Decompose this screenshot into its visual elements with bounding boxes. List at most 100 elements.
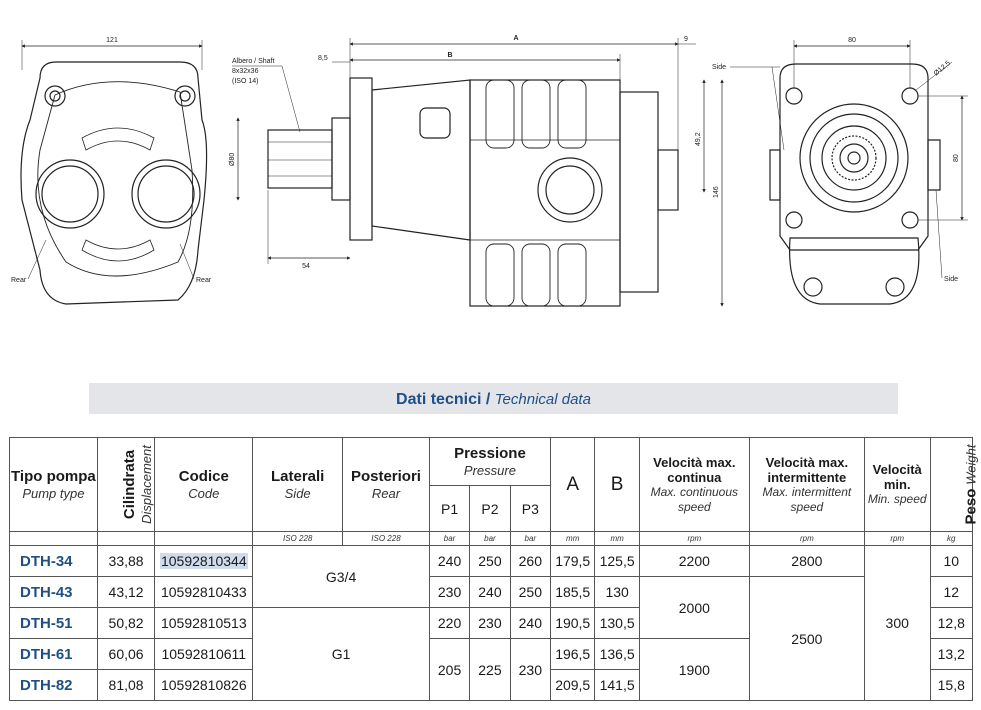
header-side-it: Laterali bbox=[270, 467, 325, 485]
model-cell: DTH-82 bbox=[9, 669, 98, 701]
svg-text:Rear: Rear bbox=[196, 277, 212, 284]
header-code: Codice Code bbox=[154, 437, 254, 532]
header-rear-en: Rear bbox=[371, 485, 401, 501]
unit-rear: ISO 228 bbox=[342, 531, 430, 546]
svg-text:80: 80 bbox=[953, 154, 960, 162]
rear-view-drawing bbox=[769, 63, 941, 305]
unit-continuous: rpm bbox=[638, 531, 750, 546]
code-selected[interactable]: 10592810344 bbox=[159, 553, 248, 569]
table-row: DTH-61 60,06 10592810611 205 225 230 196… bbox=[9, 638, 974, 701]
p2-cell: 230 bbox=[469, 607, 511, 639]
displacement-cell: 81,08 bbox=[96, 669, 156, 701]
header-min-speed-it: Velocità min. bbox=[872, 462, 922, 492]
svg-text:8x32x36: 8x32x36 bbox=[232, 68, 259, 75]
displacement-cell: 43,12 bbox=[96, 576, 156, 608]
model-cell: DTH-61 bbox=[9, 638, 98, 670]
p3-cell: 250 bbox=[509, 576, 552, 608]
header-min-speed: Velocità min. Min. speed bbox=[863, 437, 931, 532]
svg-text:80: 80 bbox=[848, 37, 856, 44]
unit-p1: bar bbox=[428, 531, 471, 546]
header-rear-it: Posteriori bbox=[350, 467, 421, 485]
code-cell[interactable]: 10592810513 bbox=[154, 607, 254, 639]
unit-a: mm bbox=[550, 531, 596, 546]
header-pressure-it: Pressione bbox=[454, 444, 526, 462]
svg-text:121: 121 bbox=[106, 37, 118, 44]
header-continuous-speed: Velocità max. continua Max. continuous s… bbox=[638, 437, 750, 532]
b-cell: 136,5 bbox=[594, 638, 640, 670]
intermittent-speed-cell: 2800 bbox=[748, 545, 865, 577]
header-intermittent-speed-it: Velocità max. intermittente bbox=[765, 454, 849, 485]
svg-text:8,5: 8,5 bbox=[318, 55, 328, 62]
continuous-speed-cell: 2200 bbox=[638, 545, 750, 577]
side-view-dimensions: A B 9 8,5 54 Ø80 146 49,2 Albero / Shaft… bbox=[229, 35, 724, 307]
header-min-speed-en: Min. speed bbox=[867, 492, 927, 506]
side-view-drawing bbox=[267, 77, 679, 307]
title-italian: Dati tecnici bbox=[396, 391, 482, 408]
front-view-dimension: 121 Rear Rear bbox=[11, 37, 212, 284]
header-intermittent-speed: Velocità max. intermittente Max. intermi… bbox=[748, 437, 865, 532]
header-code-it: Codice bbox=[178, 467, 229, 485]
p2-cell: 250 bbox=[469, 545, 511, 577]
unit-intermittent: rpm bbox=[748, 531, 865, 546]
p1-cell: 205 bbox=[428, 638, 471, 701]
header-pressure-en: Pressure bbox=[463, 462, 516, 478]
a-cell: 209,5 bbox=[550, 669, 596, 701]
header-p1: P1 bbox=[428, 485, 471, 532]
model-cell: DTH-34 bbox=[9, 545, 98, 577]
p2-cell: 240 bbox=[469, 576, 511, 608]
svg-text:B: B bbox=[447, 52, 452, 59]
table-row: DTH-82 81,08 10592810826 209,5 141,5 15,… bbox=[9, 669, 974, 701]
svg-text:9: 9 bbox=[684, 36, 688, 43]
header-weight: Peso Weight bbox=[929, 437, 979, 532]
code-cell[interactable]: 10592810344 bbox=[154, 545, 254, 577]
a-cell: 179,5 bbox=[550, 545, 596, 577]
header-pump-type-it: Tipo pompa bbox=[11, 467, 96, 485]
p1-cell: 240 bbox=[428, 545, 471, 577]
a-cell: 196,5 bbox=[550, 638, 596, 670]
a-cell: 190,5 bbox=[550, 607, 596, 639]
header-a: A bbox=[550, 437, 596, 532]
header-side-en: Side bbox=[284, 485, 311, 501]
code-cell[interactable]: 10592810433 bbox=[154, 576, 254, 608]
b-cell: 125,5 bbox=[594, 545, 640, 577]
code-cell[interactable]: 10592810826 bbox=[154, 669, 254, 701]
continuous-speed-cell: 2000 bbox=[638, 576, 750, 639]
unit-min: rpm bbox=[863, 531, 931, 546]
displacement-cell: 50,82 bbox=[96, 607, 156, 639]
weight-cell: 10 bbox=[929, 545, 974, 577]
unit-p3: bar bbox=[509, 531, 552, 546]
weight-cell: 13,2 bbox=[929, 638, 974, 670]
technical-data-title: Dati tecnici / Technical data bbox=[89, 383, 898, 414]
ports-g1-cell: G1 bbox=[252, 607, 430, 701]
svg-text:54: 54 bbox=[302, 263, 310, 270]
header-code-en: Code bbox=[188, 485, 220, 501]
header-rear-ports: Posteriori Rear bbox=[342, 437, 430, 532]
header-b: B bbox=[594, 437, 640, 532]
header-side-ports: Laterali Side bbox=[252, 437, 344, 532]
header-p2: P2 bbox=[469, 485, 511, 532]
code-cell[interactable]: 10592810611 bbox=[154, 638, 254, 670]
svg-text:Rear: Rear bbox=[11, 277, 27, 284]
svg-text:A: A bbox=[513, 35, 518, 42]
header-continuous-speed-en: Max. continuous speed bbox=[650, 484, 739, 514]
title-separator: / bbox=[481, 391, 495, 408]
header-pump-type: Tipo pompa Pump type bbox=[9, 437, 98, 532]
ports-g34-cell: G3/4 bbox=[252, 545, 430, 608]
title-english: Technical data bbox=[494, 391, 591, 408]
unit-p2: bar bbox=[469, 531, 511, 546]
p3-cell: 230 bbox=[509, 638, 552, 701]
unit-side: ISO 228 bbox=[252, 531, 344, 546]
svg-text:Side: Side bbox=[944, 276, 958, 283]
header-p3: P3 bbox=[509, 485, 552, 532]
header-continuous-speed-it: Velocità max. continua bbox=[653, 454, 736, 485]
header-pump-type-en: Pump type bbox=[22, 485, 85, 501]
model-cell: DTH-51 bbox=[9, 607, 98, 639]
weight-cell: 15,8 bbox=[929, 669, 974, 701]
b-cell: 130 bbox=[594, 576, 640, 608]
technical-drawings: 121 Rear Rear A B 9 bbox=[11, 35, 968, 307]
p3-cell: 260 bbox=[509, 545, 552, 577]
header-displacement-en: Displacement bbox=[138, 445, 154, 524]
table-row: DTH-34 33,88 10592810344 G3/4 240 250 26… bbox=[9, 545, 974, 701]
